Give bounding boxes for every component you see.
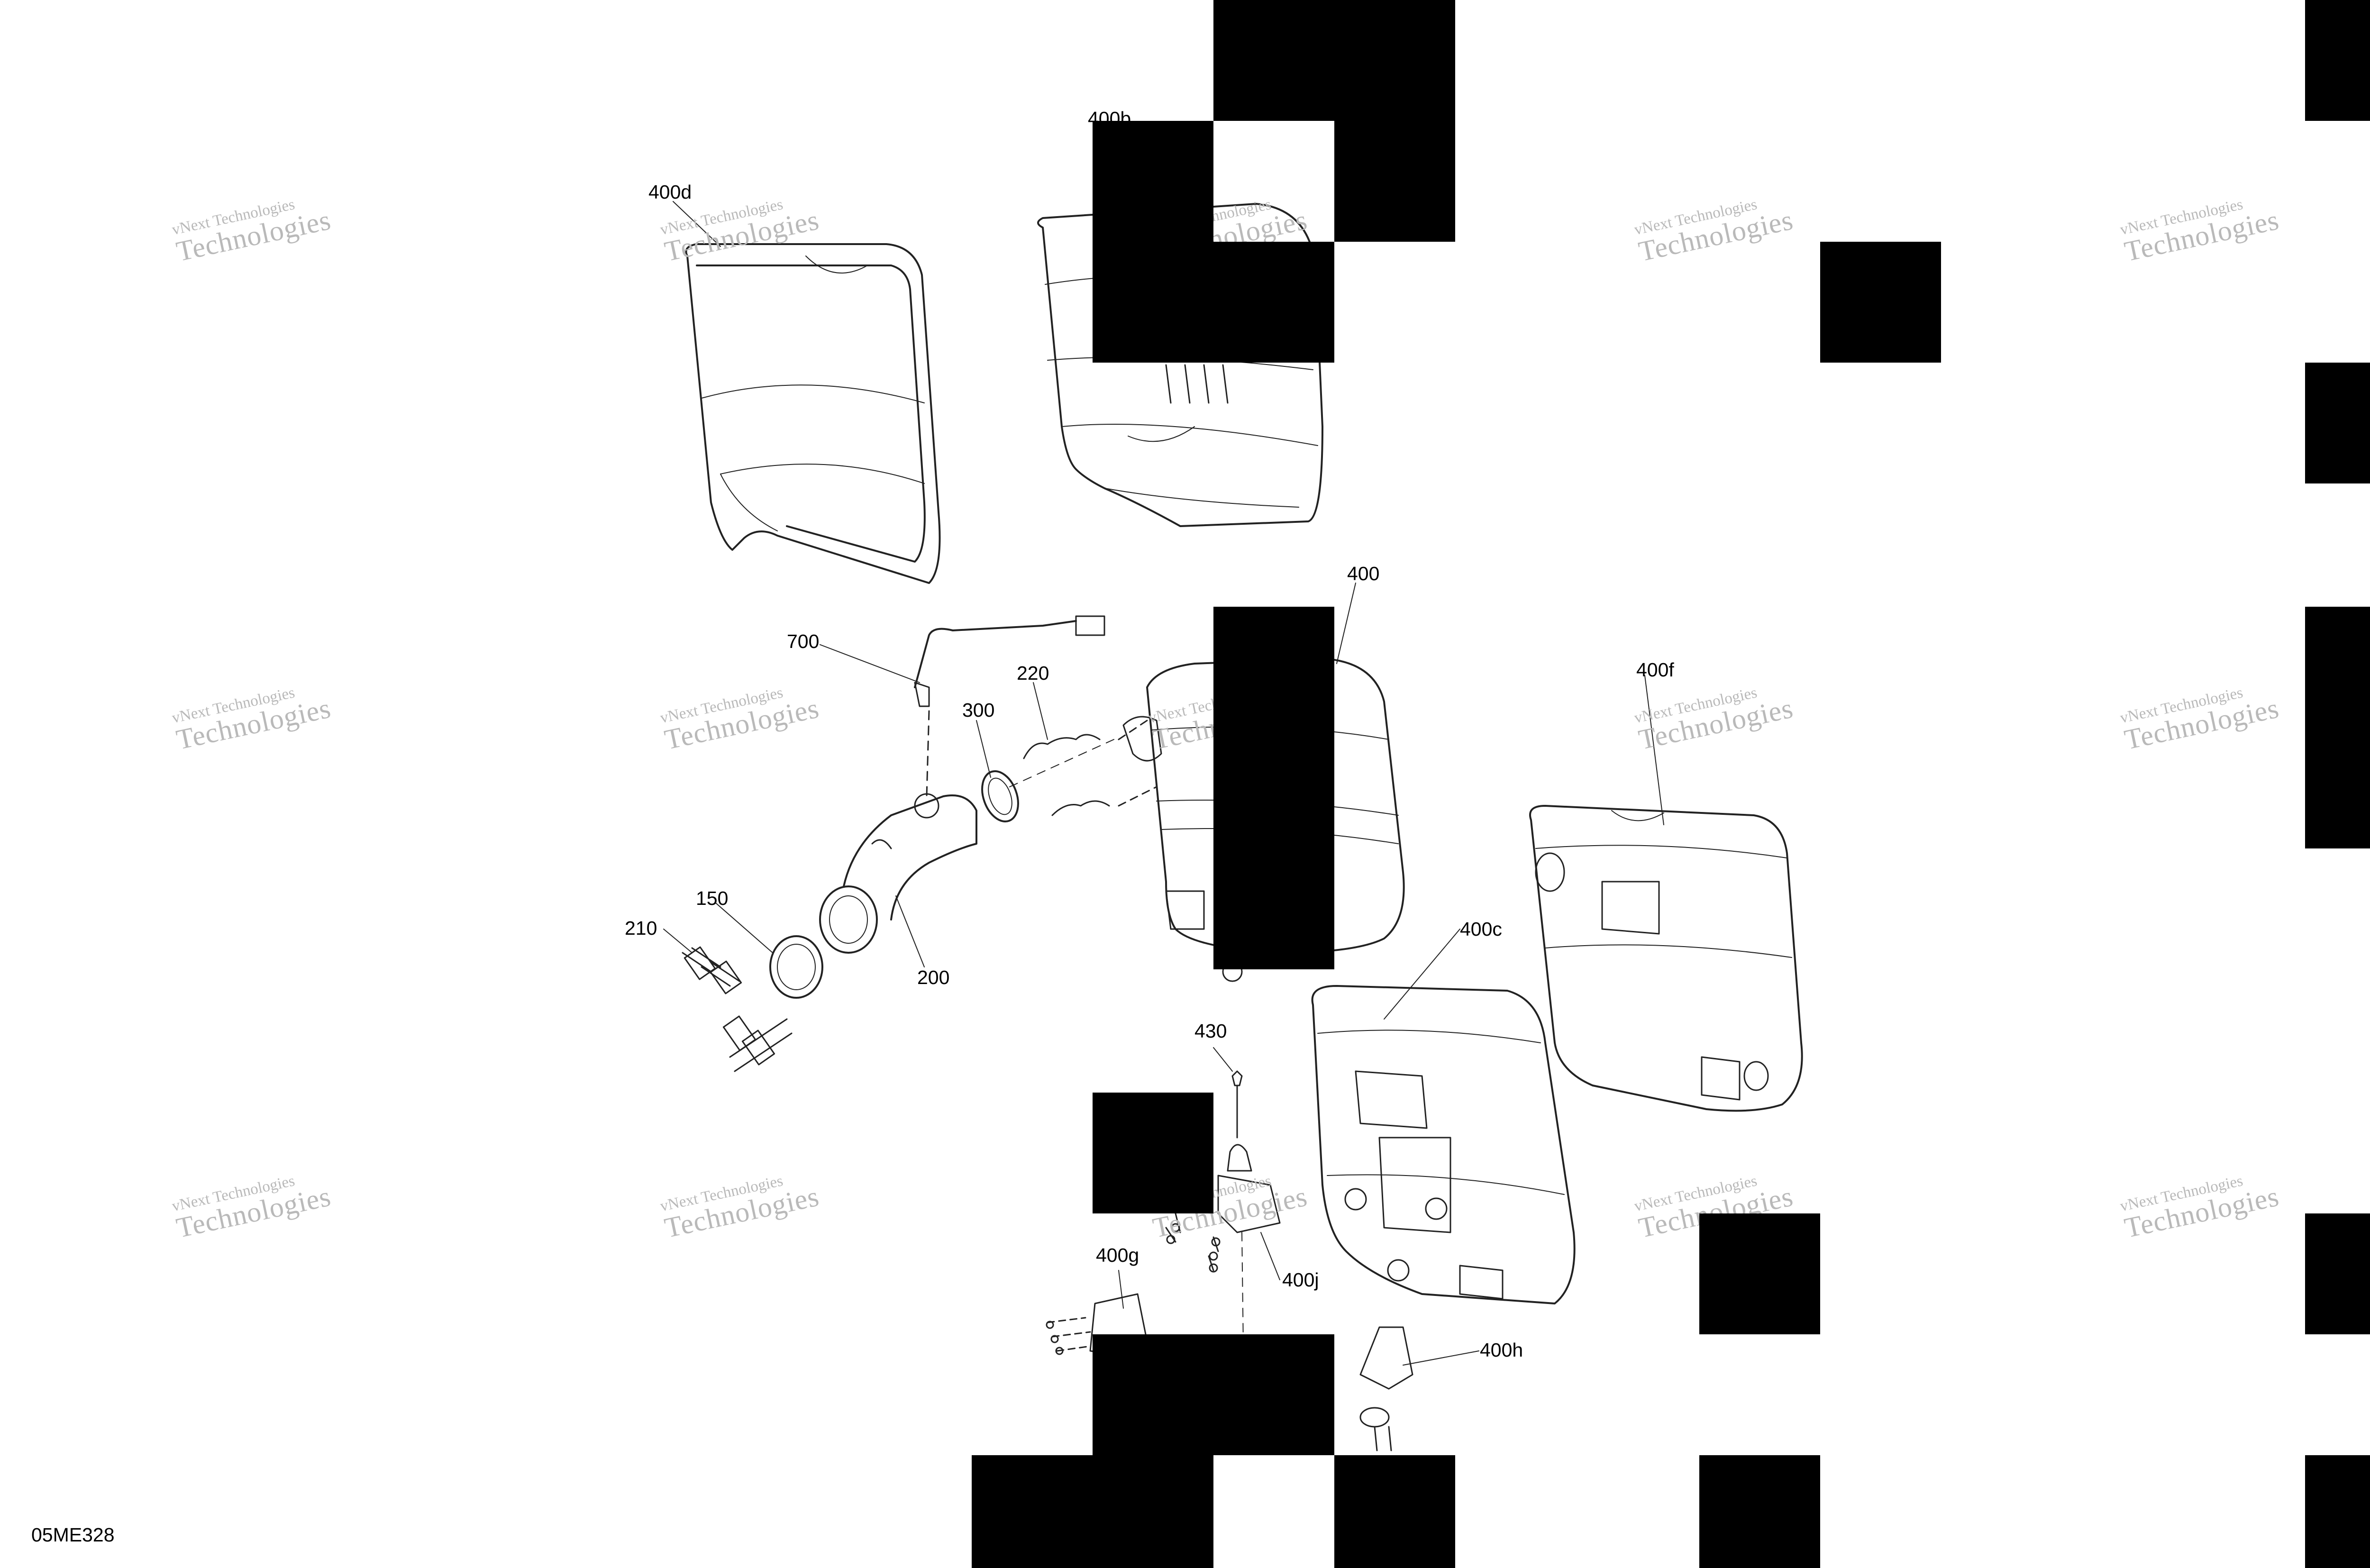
callout-400j: 400j (1282, 1269, 1319, 1291)
springs-220 (1023, 716, 1162, 816)
redaction-block (2305, 0, 2370, 121)
redaction-block (1820, 242, 1941, 363)
callout-400d: 400d (648, 181, 692, 203)
redaction-block (1093, 1334, 1334, 1455)
leader-lines (663, 123, 1664, 1366)
clamp-150 (769, 935, 823, 999)
redaction-block (1093, 1093, 1213, 1213)
springs-210 (682, 946, 793, 1072)
heat-shield-400c (1311, 985, 1576, 1304)
redaction-block (2305, 363, 2370, 483)
redaction-block (1213, 607, 1334, 969)
redaction-block (2305, 1213, 2370, 1334)
redaction-block (2305, 607, 2370, 848)
callout-700: 700 (787, 630, 820, 652)
callout-200: 200 (917, 966, 950, 988)
sensor-700 (914, 615, 1105, 797)
redaction-block (1093, 121, 1213, 363)
drawing-code: 05ME328 (31, 1524, 115, 1546)
heat-shield-400f (1529, 805, 1803, 1112)
bracket-400h (1359, 1326, 1413, 1451)
redaction-block (972, 1455, 1213, 1568)
callout-400: 400 (1347, 563, 1380, 584)
redaction-block (1699, 1213, 1820, 1334)
callout-300: 300 (962, 699, 995, 721)
callout-430: 430 (1194, 1020, 1227, 1042)
callout-210: 210 (625, 917, 657, 939)
redaction-block (2305, 1455, 2370, 1568)
callout-400c: 400c (1460, 918, 1502, 940)
callout-150: 150 (696, 887, 729, 909)
callout-400f: 400f (1636, 659, 1674, 681)
gasket-300 (981, 739, 1114, 823)
callout-400h: 400h (1480, 1339, 1523, 1361)
callout-220: 220 (1017, 662, 1049, 684)
redaction-block (1213, 0, 1455, 121)
redaction-block (1334, 121, 1455, 242)
callout-400g: 400g (1096, 1244, 1139, 1266)
redaction-block (1334, 1455, 1455, 1568)
redaction-block (1699, 1455, 1820, 1568)
exhaust-pipe-200 (819, 793, 977, 954)
heat-shield-400d (685, 243, 941, 584)
redaction-block (1213, 242, 1334, 363)
